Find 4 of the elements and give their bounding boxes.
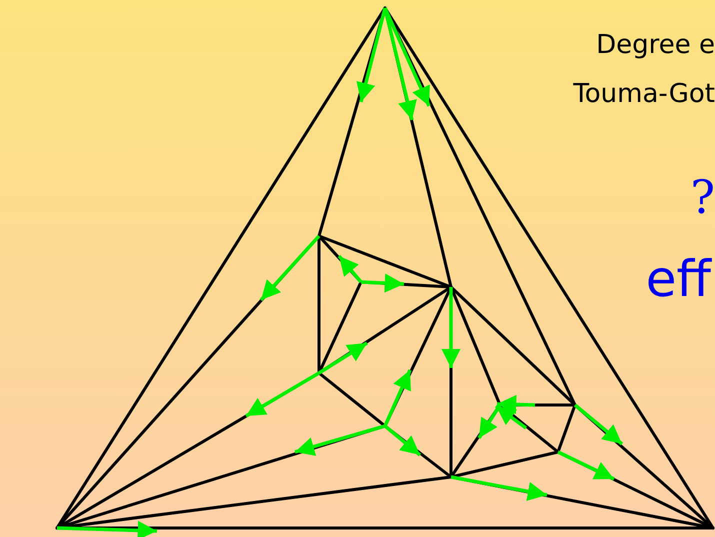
- question-mark: ?: [690, 170, 715, 224]
- heading-text: Degree e: [596, 30, 715, 60]
- highlight-text: eff: [646, 250, 711, 308]
- heading-text: Touma-Got: [573, 79, 715, 109]
